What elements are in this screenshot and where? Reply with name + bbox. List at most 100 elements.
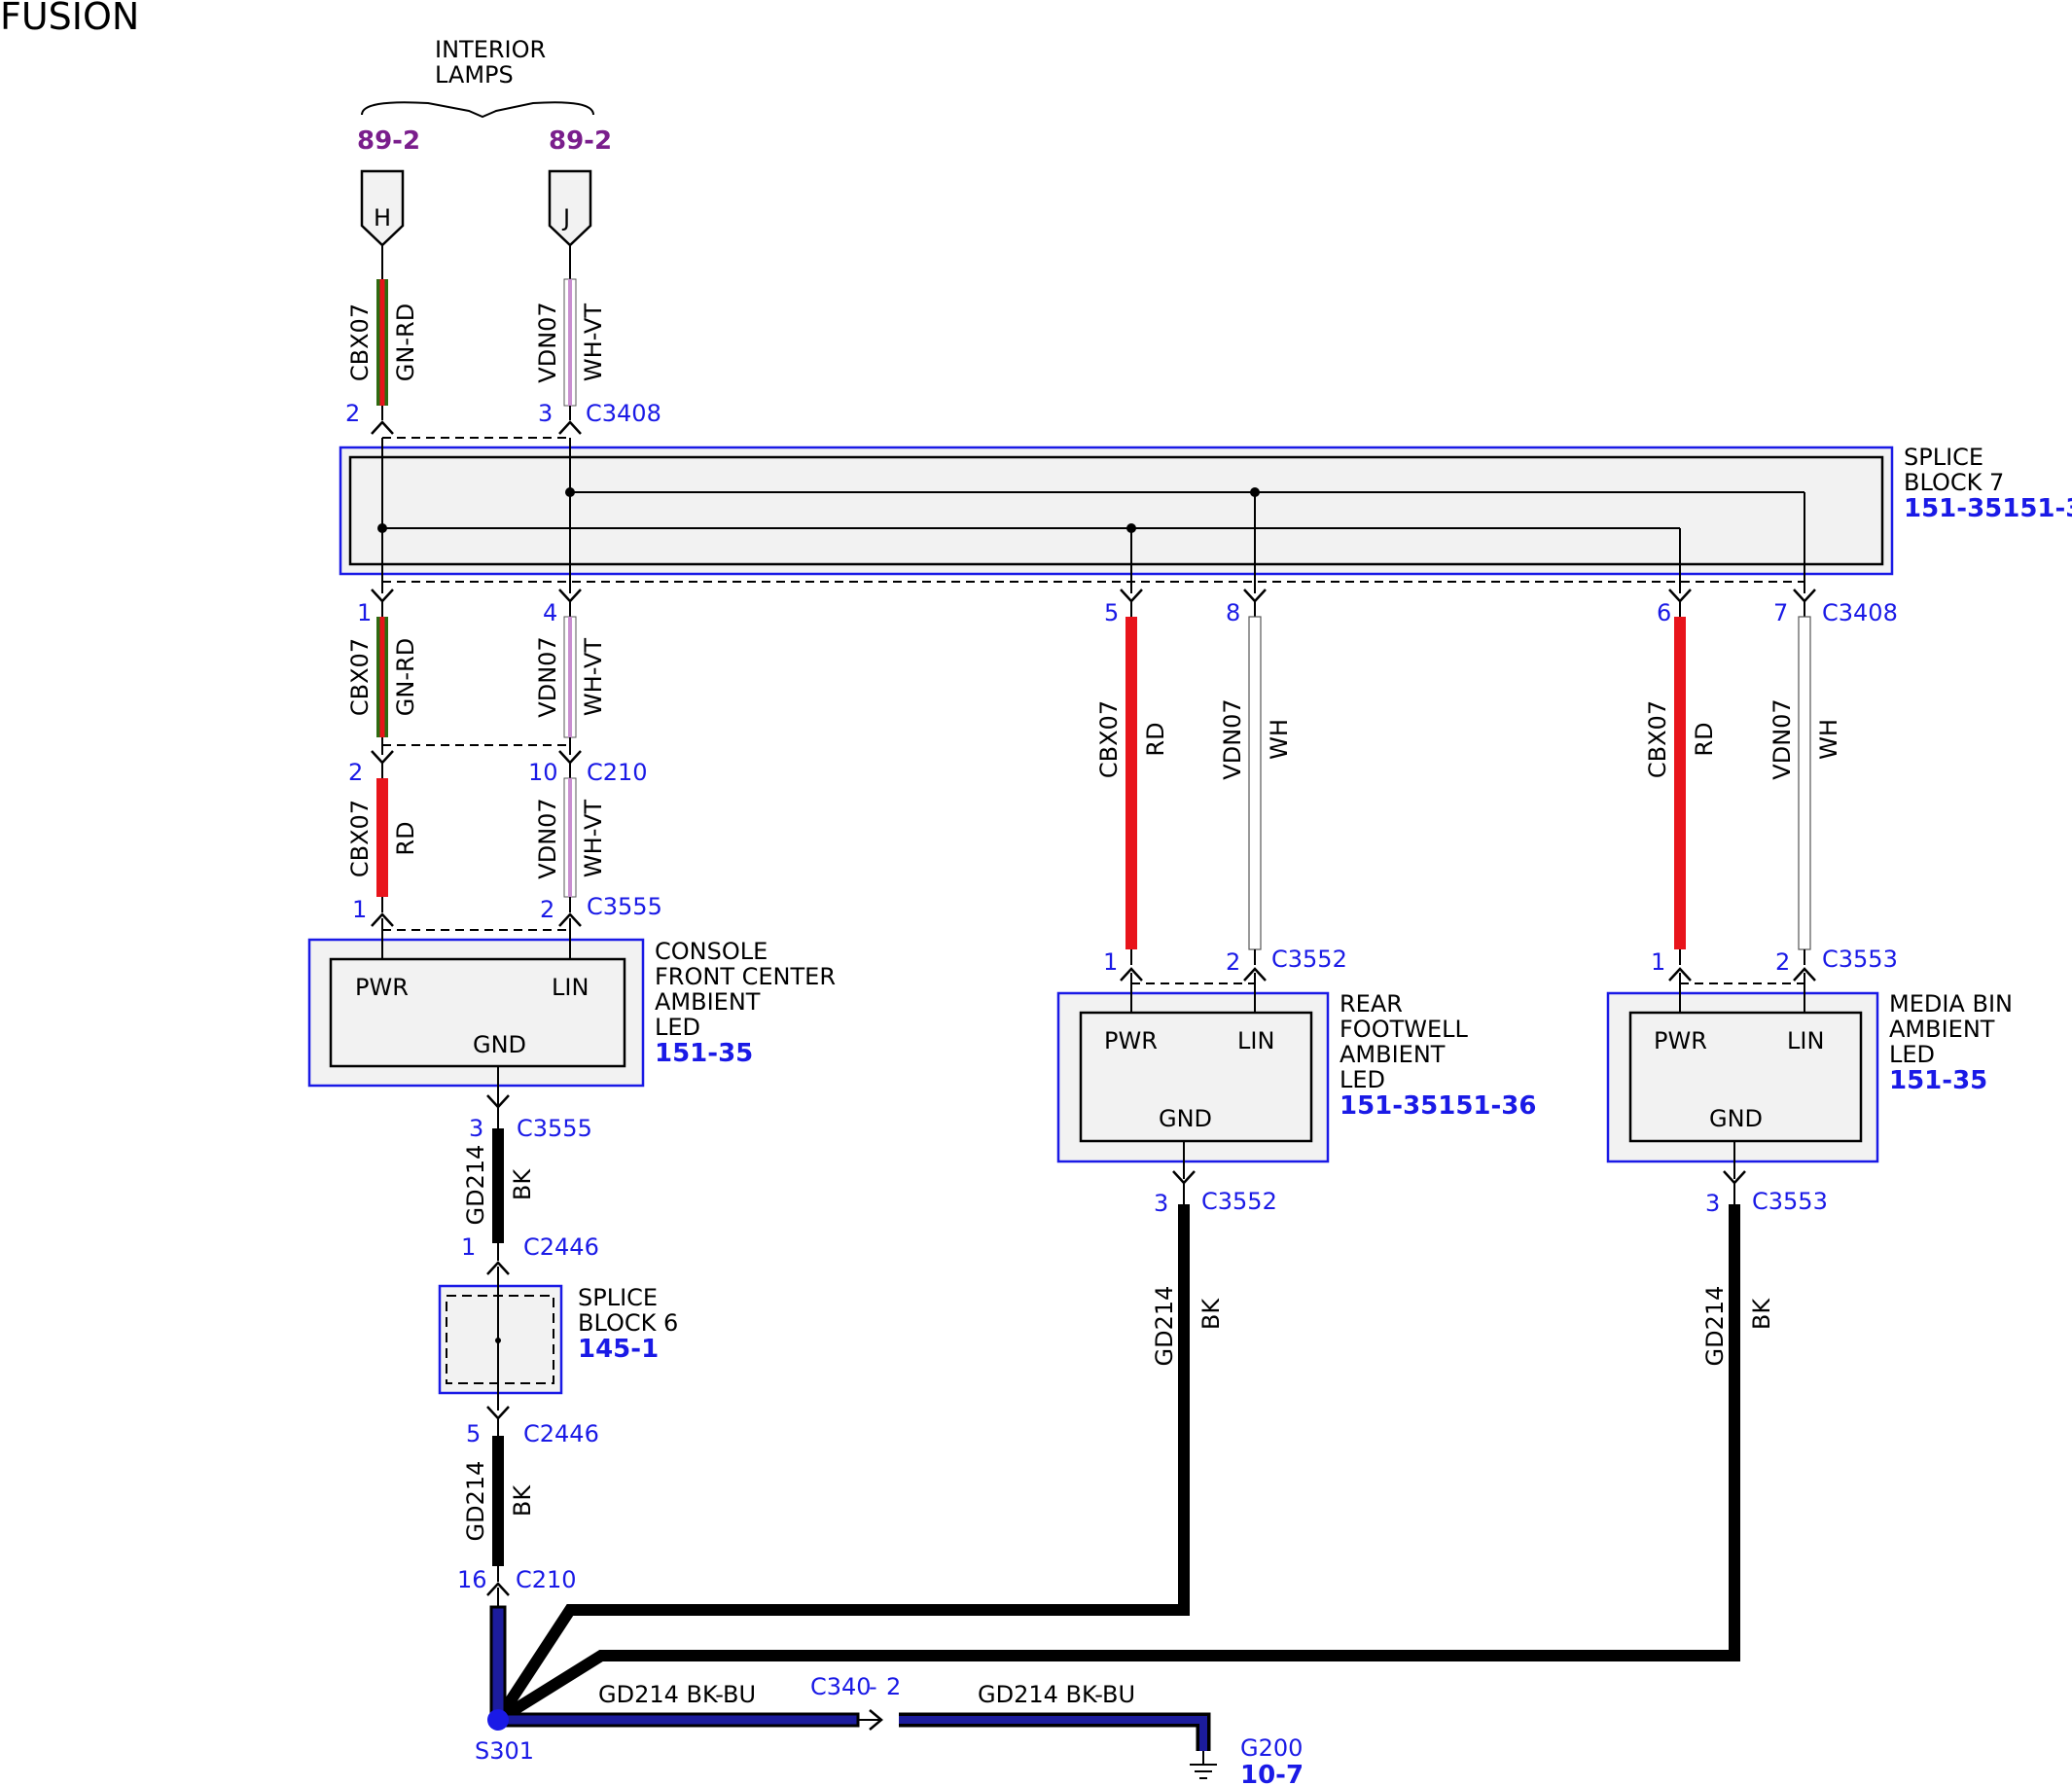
wire-color-bk-rear: BK: [1197, 1298, 1225, 1330]
pin-c3552-3: 3: [1154, 1190, 1168, 1217]
wire-gd214-bkbu-b[interactable]: [899, 1712, 1211, 1751]
pin-c3552-2: 2: [1226, 948, 1240, 976]
pin-sb7-8: 8: [1226, 599, 1240, 626]
pin-sb7-7: 7: [1773, 599, 1788, 626]
wire-gd214-media-to-s301[interactable]: [494, 1204, 1740, 1726]
connector-j-shield: [548, 169, 592, 247]
media-label-2: AMBIENT: [1889, 1016, 1995, 1043]
ground-g200-ref[interactable]: 10-7: [1240, 1761, 1304, 1786]
pin-sb7-5: 5: [1104, 599, 1119, 626]
connector-c210-bottom[interactable]: C210: [516, 1566, 577, 1593]
media-gnd: GND: [1709, 1105, 1763, 1132]
console-label-3: AMBIENT: [655, 988, 761, 1016]
media-ref[interactable]: 151-35: [1889, 1066, 1987, 1095]
wire-code-cbx07-rear: CBX07: [1095, 700, 1123, 778]
wire-gd214-a[interactable]: [492, 1128, 504, 1243]
wire-color-gnrd-a: GN-RD: [392, 304, 419, 381]
wire-color-rd-media: RD: [1691, 722, 1718, 756]
wire-color-gnrd-b: GN-RD: [392, 638, 419, 716]
connector-c3553-bottom[interactable]: C3553: [1752, 1188, 1828, 1215]
media-label-3: LED: [1889, 1041, 1935, 1068]
console-gnd: GND: [473, 1031, 526, 1058]
connector-c3555-bottom[interactable]: C3555: [517, 1115, 592, 1142]
connector-c3555-top[interactable]: C3555: [587, 893, 662, 920]
wire-color-bk-a: BK: [509, 1168, 536, 1200]
media-lin: LIN: [1787, 1027, 1824, 1054]
pin-top-3: 3: [538, 400, 553, 427]
connector-c210-top[interactable]: C210: [587, 759, 648, 786]
wire-code-cbx07-b: CBX07: [346, 638, 374, 716]
wire-cbx07-media[interactable]: [1674, 617, 1686, 949]
wire-code-vdn07-b: VDN07: [534, 636, 561, 717]
splice-block-6-label-1: SPLICE: [578, 1284, 658, 1311]
wire-code-vdn07-c: VDN07: [534, 798, 561, 878]
rear-gnd: GND: [1159, 1105, 1212, 1132]
wire-color-rd-rear: RD: [1142, 722, 1169, 756]
pin-c3553-2: 2: [1775, 948, 1790, 976]
wire-code-vdn07-media: VDN07: [1768, 698, 1796, 779]
pin-top-2: 2: [345, 400, 360, 427]
wire-vdn07-media[interactable]: [1798, 616, 1811, 950]
console-pwr: PWR: [355, 974, 409, 1001]
page-ref-h[interactable]: 89-2: [357, 126, 420, 156]
media-pwr: PWR: [1654, 1027, 1707, 1054]
pin-c210-10: 10: [528, 759, 558, 786]
interior-lamps-brace: [361, 101, 594, 119]
wire-cbx07-c[interactable]: [376, 778, 388, 897]
wire-code-vdn07-a: VDN07: [534, 302, 561, 382]
wire-gd214-c210-s301[interactable]: [489, 1605, 507, 1722]
wire-code-cbx07-media: CBX07: [1644, 700, 1671, 778]
connector-c340-dash: -: [869, 1673, 877, 1700]
connector-c340-pin: 2: [886, 1673, 901, 1700]
rear-lin: LIN: [1237, 1027, 1274, 1054]
wire-label-gd214-bkbu-a: GD214 BK-BU: [598, 1681, 756, 1708]
wire-cbx07-rear[interactable]: [1125, 617, 1137, 949]
pin-c210-2: 2: [348, 759, 363, 786]
pin-c3555-1: 1: [352, 896, 367, 923]
splice-s301-label: S301: [475, 1737, 534, 1765]
interior-lamps-label-1: INTERIOR: [435, 36, 546, 63]
wire-color-rd-c: RD: [392, 821, 419, 855]
connector-c3408-top[interactable]: C3408: [586, 400, 661, 427]
ground-g200-label: G200: [1240, 1734, 1303, 1762]
connector-c2446-bottom[interactable]: C2446: [523, 1420, 599, 1447]
splice-block-6-ref[interactable]: 145-1: [578, 1335, 659, 1364]
pin-sb7-4: 4: [543, 599, 557, 626]
wire-gd214-rear-to-s301[interactable]: [492, 1204, 1190, 1724]
wire-code-vdn07-rear: VDN07: [1219, 698, 1246, 779]
wire-code-gd214-media: GD214: [1701, 1286, 1729, 1367]
connector-j-label: J: [561, 204, 570, 232]
rear-label-2: FOOTWELL: [1340, 1016, 1469, 1043]
connector-c2446-top[interactable]: C2446: [523, 1233, 599, 1261]
rear-label-3: AMBIENT: [1340, 1041, 1446, 1068]
console-label-4: LED: [655, 1014, 700, 1041]
splice-block-7-ref[interactable]: 151-35151-36: [1904, 494, 2072, 523]
connector-h-shield: [360, 169, 405, 247]
connector-c340[interactable]: C340: [810, 1673, 872, 1700]
wire-gd214-bkbu-a[interactable]: [496, 1712, 860, 1728]
rear-pwr: PWR: [1104, 1027, 1158, 1054]
ground-g200-icon: [1190, 1751, 1217, 1779]
interior-lamps-label-2: LAMPS: [435, 61, 514, 89]
connector-c3552-bottom[interactable]: C3552: [1201, 1188, 1277, 1215]
splice-block-6-label-2: BLOCK 6: [578, 1309, 678, 1337]
rear-label-4: LED: [1340, 1066, 1385, 1093]
connector-c3553-top[interactable]: C3553: [1822, 946, 1898, 973]
splice-s301[interactable]: [487, 1709, 509, 1731]
wire-color-bk-b: BK: [509, 1484, 536, 1517]
wire-color-whvt-c: WH-VT: [580, 800, 607, 877]
connector-c3552-top[interactable]: C3552: [1271, 946, 1347, 973]
pin-c2446-5: 5: [466, 1420, 481, 1447]
wire-vdn07-rear[interactable]: [1248, 616, 1262, 950]
rear-ref[interactable]: 151-35151-36: [1340, 1091, 1537, 1121]
console-label-1: CONSOLE: [655, 938, 768, 965]
wire-color-wh-media: WH: [1815, 719, 1842, 760]
wire-gd214-b[interactable]: [492, 1436, 504, 1566]
pin-c3553-3: 3: [1705, 1190, 1720, 1217]
console-ref[interactable]: 151-35: [655, 1039, 753, 1068]
pin-c3553-1: 1: [1651, 948, 1665, 976]
connector-c3408-bottom[interactable]: C3408: [1822, 599, 1898, 626]
page-ref-j[interactable]: 89-2: [549, 126, 612, 156]
wire-color-whvt-b: WH-VT: [580, 638, 607, 716]
wire-code-gd214-rear: GD214: [1151, 1286, 1178, 1367]
